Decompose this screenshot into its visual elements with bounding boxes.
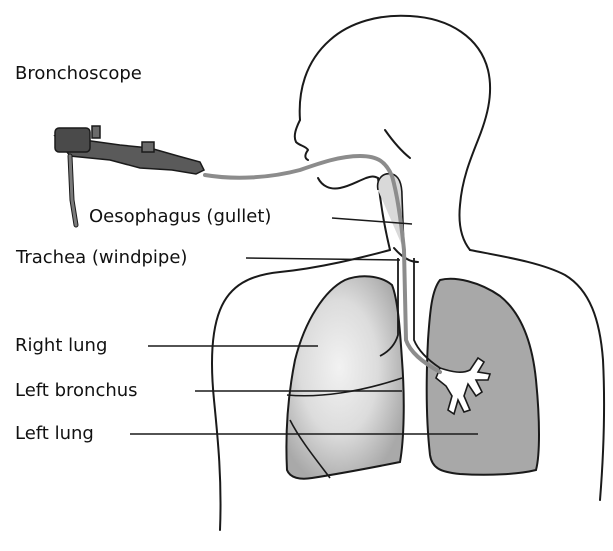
body-outline <box>212 16 604 530</box>
chin-outline <box>318 177 378 189</box>
label-left-bronchus: Left bronchus <box>15 382 138 400</box>
label-right-lung: Right lung <box>15 337 107 355</box>
label-bronchoscope: Bronchoscope <box>15 65 142 83</box>
right-lung <box>286 276 403 478</box>
pointer-trachea <box>246 258 400 260</box>
label-oesophagus: Oesophagus (gullet) <box>89 208 271 226</box>
label-trachea: Trachea (windpipe) <box>16 249 187 267</box>
ear-line <box>385 130 410 158</box>
label-left-lung: Left lung <box>15 425 94 443</box>
face-profile <box>295 120 308 160</box>
